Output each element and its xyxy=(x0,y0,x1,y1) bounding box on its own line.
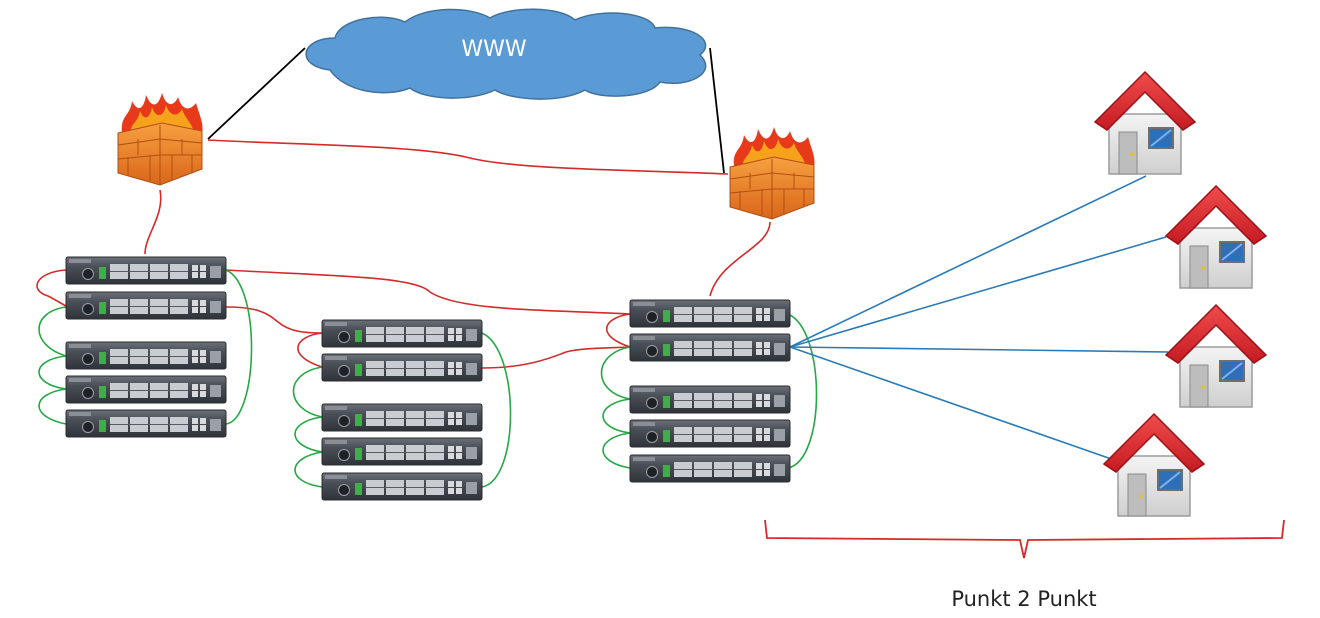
link-stack-c4-c5 xyxy=(602,432,631,469)
link-switch-a1-to-switch-c1 xyxy=(225,269,631,315)
link-switch-a2-to-switch-b1 xyxy=(225,306,323,334)
switch-a4 xyxy=(65,375,227,404)
network-switch-icon xyxy=(321,403,483,432)
house-1 xyxy=(1094,71,1196,175)
link-stack-a1-a5-right xyxy=(225,269,253,425)
network-switch-icon xyxy=(629,299,791,328)
link-p2p-house-1 xyxy=(789,175,1147,348)
link-cloud-to-firewall-right xyxy=(709,47,725,174)
firewall-icon xyxy=(117,92,204,186)
house-3 xyxy=(1165,304,1267,408)
network-switch-icon xyxy=(321,437,483,466)
switch-b5 xyxy=(321,472,483,501)
switch-a2 xyxy=(65,291,227,320)
network-switch-icon xyxy=(65,291,227,320)
network-switch-icon xyxy=(629,419,791,448)
link-firewall-left-to-switch-a1 xyxy=(144,189,162,255)
link-p2p-house-3 xyxy=(789,346,1169,353)
link-p2p-house-2 xyxy=(789,236,1167,348)
switch-b4 xyxy=(321,437,483,466)
cloud-icon xyxy=(305,8,707,100)
network-switch-icon xyxy=(629,333,791,362)
switch-c3 xyxy=(629,385,791,414)
switch-b3 xyxy=(321,403,483,432)
links xyxy=(36,47,1169,488)
internet-cloud: WWW xyxy=(305,8,707,100)
link-stack-c2-c3 xyxy=(600,346,631,400)
point-to-point-brace xyxy=(764,519,1285,559)
house-icon xyxy=(1103,413,1205,517)
switch-c4 xyxy=(629,419,791,448)
cloud-label: WWW xyxy=(461,37,527,62)
link-firewall-left-to-firewall-right xyxy=(207,139,729,175)
link-stack-b4-b5 xyxy=(294,451,323,488)
house-icon xyxy=(1094,71,1196,175)
link-p2p-house-4 xyxy=(789,346,1121,463)
switch-stack-c xyxy=(629,299,791,483)
link-stack-b1-b5-right xyxy=(481,332,512,488)
network-switch-icon xyxy=(65,256,227,285)
switch-a5 xyxy=(65,409,227,438)
point-to-point-label: Punkt 2 Punkt xyxy=(951,587,1096,611)
switch-b2 xyxy=(321,353,483,382)
link-switch-b2-to-switch-c2 xyxy=(481,346,631,369)
house-4 xyxy=(1103,413,1205,517)
switch-b1 xyxy=(321,319,483,348)
network-switch-icon xyxy=(321,353,483,382)
network-switch-icon xyxy=(321,319,483,348)
switch-stack-a xyxy=(65,256,227,438)
network-switch-icon xyxy=(629,454,791,483)
switch-a1 xyxy=(65,256,227,285)
link-stack-a2-a3 xyxy=(38,306,67,357)
link-stack-a3-a4 xyxy=(38,355,67,390)
network-switch-icon xyxy=(65,409,227,438)
link-switch-a1-to-a2-loop xyxy=(36,269,67,307)
network-switch-icon xyxy=(321,472,483,501)
switch-a3 xyxy=(65,341,227,370)
firewall-icon xyxy=(729,126,816,220)
house-icon xyxy=(1165,185,1267,289)
network-switch-icon xyxy=(65,375,227,404)
switch-c2 xyxy=(629,333,791,362)
firewall-right xyxy=(729,126,816,220)
network-switch-icon xyxy=(65,341,227,370)
switch-c5 xyxy=(629,454,791,483)
switch-stack-b xyxy=(321,319,483,501)
switch-c1 xyxy=(629,299,791,328)
house-2 xyxy=(1165,185,1267,289)
firewall-left xyxy=(117,92,204,186)
link-stack-b2-b3 xyxy=(292,366,323,418)
network-switch-icon xyxy=(629,385,791,414)
link-switch-b1-to-b2-loop xyxy=(297,332,323,368)
link-stack-c1-c5-right xyxy=(787,313,818,469)
house-icon xyxy=(1165,304,1267,408)
link-firewall-left-to-cloud xyxy=(207,47,306,140)
link-firewall-right-to-switch-c1 xyxy=(709,221,771,297)
link-stack-c3-c4 xyxy=(602,398,631,434)
link-stack-b3-b4 xyxy=(294,416,323,453)
link-switch-c1-to-c2-loop xyxy=(605,313,631,348)
link-stack-a4-a5 xyxy=(38,388,67,425)
